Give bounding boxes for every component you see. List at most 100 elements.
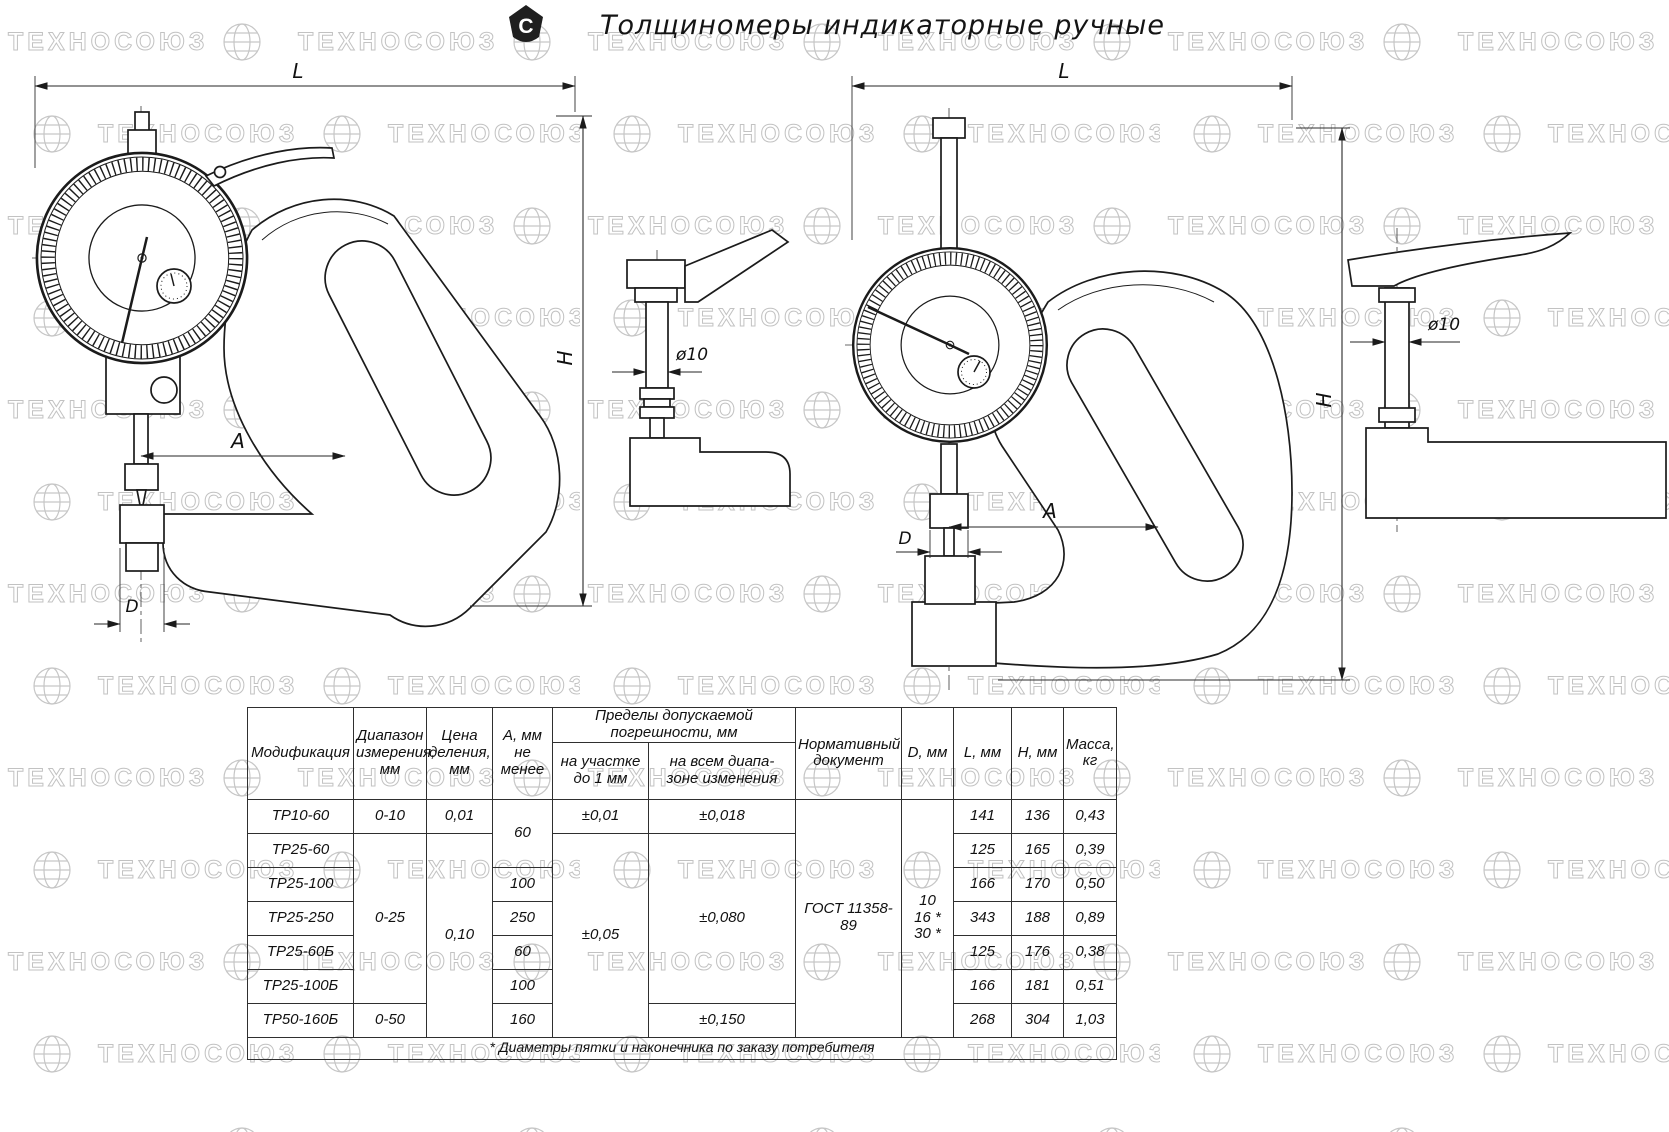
cell-l: 268 xyxy=(953,1002,1012,1038)
dim-label-dia-tip: ø10 xyxy=(1427,315,1460,335)
col-header-l: L, мм xyxy=(953,707,1012,800)
dim-label-l-side: L xyxy=(1058,59,1069,83)
col-header-h: Н, мм xyxy=(1011,707,1064,800)
contact-head-detail: ø10 xyxy=(612,229,791,507)
dim-label-a-front: A xyxy=(229,429,245,453)
cell-modification: ТР10-60 xyxy=(247,798,354,834)
side-view-drawing: L H A D xyxy=(845,59,1350,692)
cell-mass: 0,50 xyxy=(1063,866,1117,902)
col-header-error-limits: Пределы допускаемой погрешности, мм xyxy=(552,707,796,743)
stamp-letter: С xyxy=(518,15,533,38)
cell-mass: 0,89 xyxy=(1063,900,1117,936)
quality-stamp-icon: С xyxy=(509,5,544,42)
table-row: ТР50-160Б 0-50 160 ±0,150 268 304 1,03 xyxy=(247,1002,1117,1038)
revolution-subdial xyxy=(156,268,192,304)
base-block xyxy=(911,601,997,667)
cell-modification: ТР50-160Б xyxy=(247,1002,354,1038)
cell-l: 125 xyxy=(953,832,1012,868)
cell-l: 166 xyxy=(953,866,1012,902)
cell-modification: ТР25-100 xyxy=(247,866,354,902)
col-header-document: Нормативный документ xyxy=(795,707,902,800)
dim-label-d-side: D xyxy=(898,529,911,549)
cell-l: 166 xyxy=(953,968,1012,1004)
cell-error-section: ±0,05 xyxy=(552,832,649,1038)
cell-modification: ТР25-60 xyxy=(247,832,354,868)
cell-h: 170 xyxy=(1011,866,1064,902)
heel-anvil xyxy=(119,504,165,572)
table-row: ТР25-60 0-25 0,10 ±0,05 ±0,080 125 165 0… xyxy=(247,832,1117,1038)
heel-anvil-side xyxy=(924,555,976,605)
dim-label-h-front: H xyxy=(553,350,577,365)
cell-modification: ТР25-100Б xyxy=(247,968,354,1004)
cell-mass: 0,51 xyxy=(1063,968,1117,1004)
cell-document: ГОСТ 11358-89 xyxy=(795,798,902,1038)
cell-a-min: 60 xyxy=(492,798,553,868)
cell-mass: 0,43 xyxy=(1063,798,1117,834)
col-header-mass: Масса, кг xyxy=(1063,707,1117,800)
cell-h: 304 xyxy=(1011,1002,1064,1038)
lifting-lever xyxy=(204,146,336,188)
cell-error-full: ±0,080 xyxy=(648,832,796,1004)
cell-range: 0-25 xyxy=(353,832,427,1004)
table-footnote: * Диаметры пятки и наконечника по заказу… xyxy=(247,1036,1117,1060)
col-header-modification: Модификация xyxy=(247,707,354,800)
col-header-d: D, мм xyxy=(901,707,954,800)
front-view-drawing: L H A D xyxy=(32,59,592,642)
spec-table: Модификация Диапазон измерения, мм Цена … xyxy=(247,707,1117,1060)
cell-h: 165 xyxy=(1011,832,1064,868)
page-title: Толщиномеры индикаторные ручные xyxy=(600,9,1165,41)
cell-error-full: ±0,150 xyxy=(648,1002,796,1038)
measuring-stem-side xyxy=(911,443,997,667)
table-footnote-row: * Диаметры пятки и наконечника по заказу… xyxy=(247,1036,1117,1060)
cell-h: 136 xyxy=(1011,798,1064,834)
cell-error-section: ±0,01 xyxy=(552,798,649,834)
cell-d: 10 16 * 30 * xyxy=(901,798,954,1038)
table-row: ТР25-100 100 166 170 0,50 xyxy=(247,866,1117,902)
cell-modification: ТР25-250 xyxy=(247,900,354,936)
cell-division: 0,10 xyxy=(426,832,493,1038)
cell-a-min: 100 xyxy=(492,866,553,902)
cell-a-min: 160 xyxy=(492,1002,553,1038)
cell-h: 181 xyxy=(1011,968,1064,1004)
col-header-error-full: на всем диапа- зоне изменения xyxy=(648,741,796,800)
cell-l: 141 xyxy=(953,798,1012,834)
dimensions-side: L H A D xyxy=(851,59,1350,681)
cell-mass: 0,38 xyxy=(1063,934,1117,970)
measuring-stem xyxy=(105,347,181,506)
table-row: ТР10-60 0-10 0,01 60 ±0,01 ±0,018 ГОСТ 1… xyxy=(247,798,1117,1038)
cell-error-full: ±0,018 xyxy=(648,798,796,834)
dim-label-l-front: L xyxy=(292,59,303,83)
frame-slot xyxy=(324,240,492,496)
cell-modification: ТР25-60Б xyxy=(247,934,354,970)
dim-label-d-front: D xyxy=(125,597,138,617)
blade-curved xyxy=(1347,231,1573,287)
col-header-a-min: А, мм не менее xyxy=(492,707,553,800)
cell-l: 125 xyxy=(953,934,1012,970)
dial-needle-side xyxy=(867,305,970,356)
cell-a-min: 100 xyxy=(492,968,553,1004)
title-block: С Толщиномеры индикаторные ручные xyxy=(0,4,1669,46)
contact-tip-detail: ø10 xyxy=(1347,228,1667,532)
cell-division: 0,01 xyxy=(426,798,493,834)
cell-a-min: 60 xyxy=(492,934,553,970)
cell-a-min: 250 xyxy=(492,900,553,936)
cell-l: 343 xyxy=(953,900,1012,936)
dimensions-front: L H A D xyxy=(34,59,592,632)
cell-h: 176 xyxy=(1011,934,1064,970)
dim-label-h-side: H xyxy=(1312,392,1336,407)
c-frame xyxy=(162,198,561,628)
revolution-subdial-side xyxy=(957,355,991,389)
dial-needle xyxy=(120,236,149,344)
cell-mass: 0,39 xyxy=(1063,832,1117,868)
frame-slot-side xyxy=(1066,328,1244,582)
plunger xyxy=(932,117,966,251)
col-header-division: Цена деления, мм xyxy=(426,707,493,800)
table-row: ТР25-60Б 60 125 176 0,38 xyxy=(247,934,1117,970)
dim-label-a-side: A xyxy=(1041,499,1057,523)
cell-range: 0-10 xyxy=(353,798,427,834)
support-block xyxy=(1365,427,1667,519)
col-header-error-section: на участке до 1 мм xyxy=(552,741,649,800)
cell-h: 188 xyxy=(1011,900,1064,936)
col-header-range: Диапазон измерения, мм xyxy=(353,707,435,800)
